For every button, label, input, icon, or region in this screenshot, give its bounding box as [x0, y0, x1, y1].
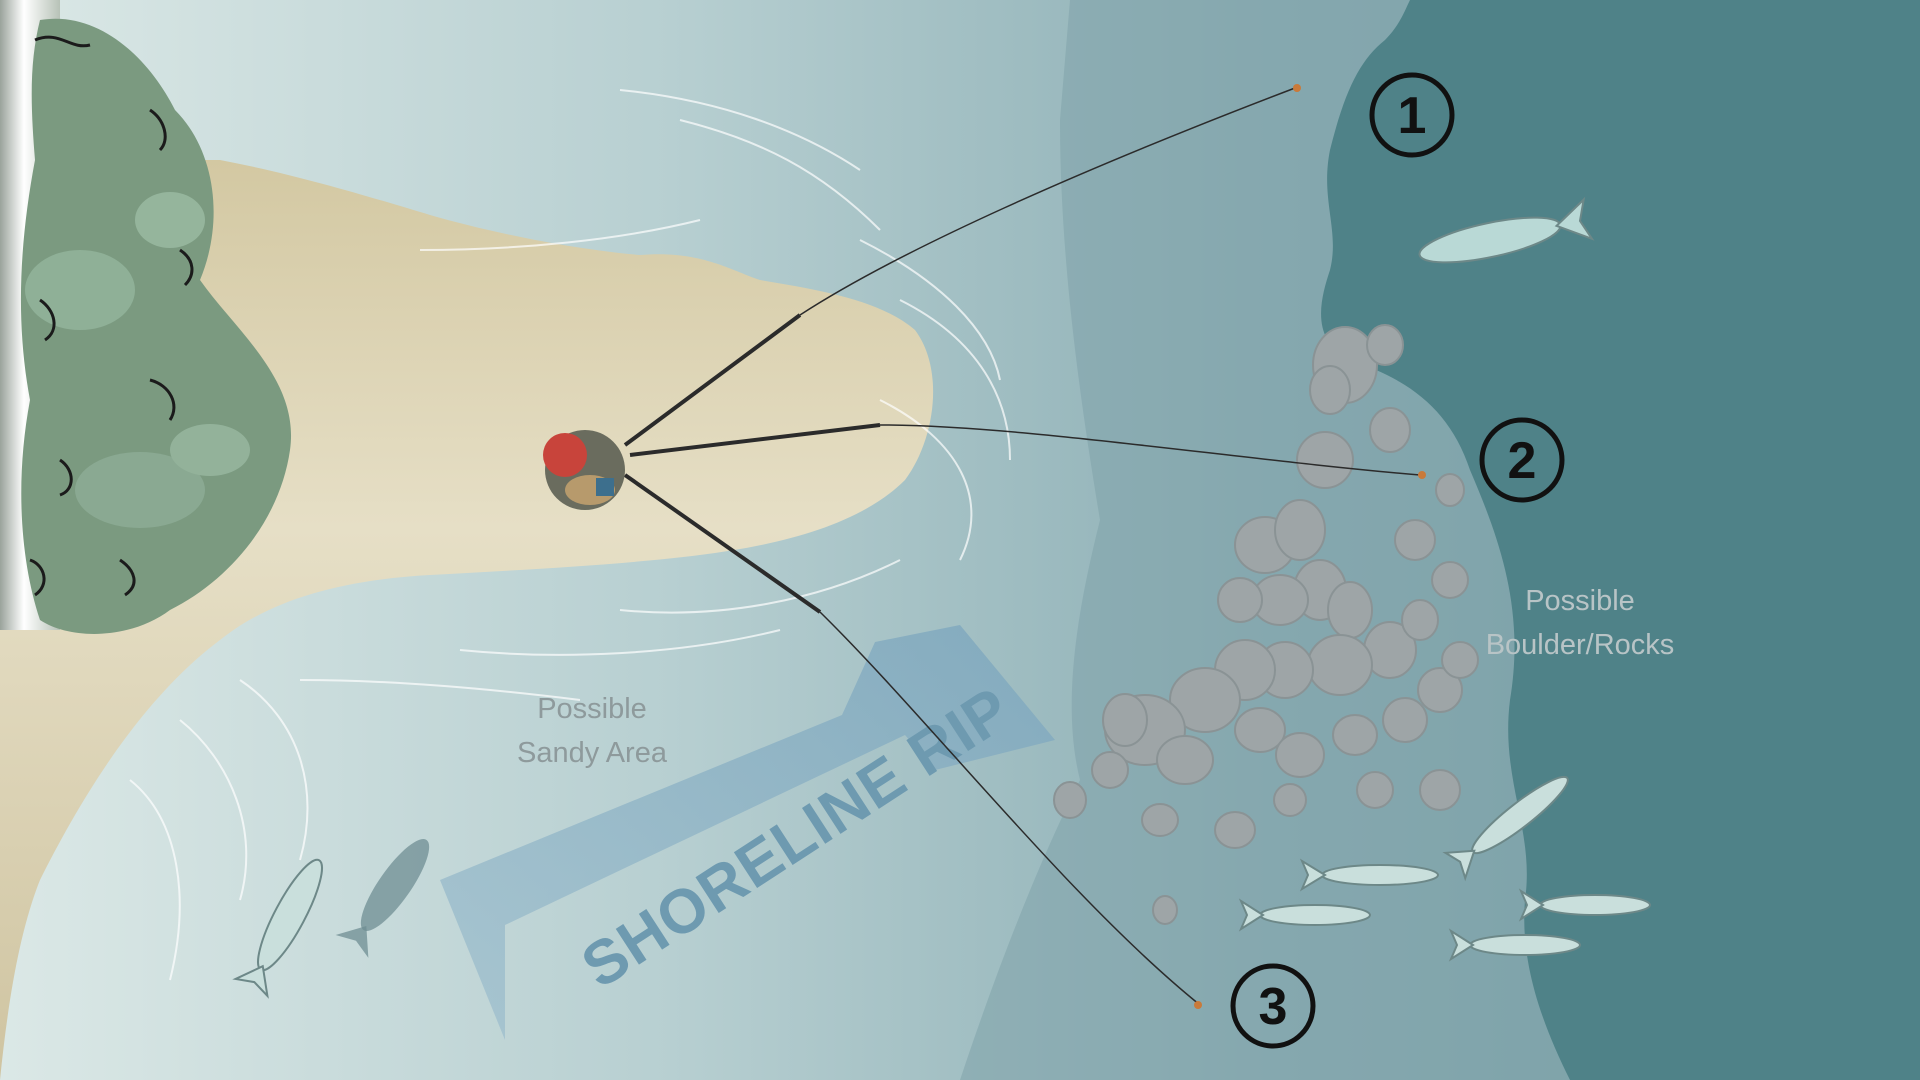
tarpon-fish-icon — [1448, 928, 1581, 962]
rock-icon — [1102, 693, 1148, 747]
cast-marker-3: 3 — [1230, 963, 1316, 1049]
rocks-area — [1053, 324, 1479, 925]
rock-icon — [1431, 561, 1469, 599]
angler-icon — [543, 430, 625, 510]
rock-icon — [1053, 781, 1087, 819]
deep-water-zone — [1321, 0, 1920, 1080]
rock-icon — [1435, 473, 1465, 507]
rock-icon — [1441, 641, 1479, 679]
cast-marker-1: 1 — [1369, 72, 1455, 158]
rock-icon — [1091, 751, 1129, 789]
rock-icon — [1152, 895, 1178, 925]
rocks-label-line1: Possible — [1525, 585, 1635, 617]
rock-icon — [1214, 811, 1256, 849]
rock-icon — [1156, 735, 1214, 785]
rock-icon — [1417, 667, 1463, 713]
lure-markers — [1194, 84, 1426, 1009]
cast-number: 3 — [1259, 978, 1288, 1036]
cast-number: 1 — [1398, 87, 1427, 145]
fishing-lines — [623, 87, 1421, 1006]
rock-icon — [1274, 499, 1326, 561]
rock-icon — [1332, 714, 1378, 756]
rock-icon — [1309, 365, 1351, 415]
fish-shadow — [335, 839, 430, 958]
rock-icon — [1401, 599, 1439, 641]
rock-icon — [1307, 634, 1373, 696]
water-swirls — [129, 89, 1011, 981]
rock-icon — [1217, 577, 1263, 623]
tarpon-fish-icon — [1299, 858, 1439, 892]
sandy-area-label-line2: Sandy Area — [517, 737, 668, 769]
cast-number: 2 — [1508, 432, 1537, 490]
tarpon-fish-icon — [1442, 775, 1569, 882]
rock-icon — [1296, 431, 1354, 489]
rock-icon — [1356, 771, 1394, 809]
cast-marker-2: 2 — [1479, 417, 1565, 503]
tarpon-fish-icon — [232, 858, 323, 999]
tarpon-fish-icon — [1238, 898, 1371, 932]
tree-icon — [20, 18, 292, 634]
rock-icon — [1275, 732, 1325, 778]
rock-icon — [1419, 769, 1461, 811]
rock-icon — [1169, 667, 1241, 733]
rock-icon — [1394, 519, 1436, 561]
rock-icon — [1234, 707, 1286, 753]
rock-icon — [1366, 324, 1404, 366]
tarpon-fish-icon — [1518, 888, 1651, 922]
rock-icon — [1273, 783, 1307, 817]
rock-icon — [1369, 407, 1411, 453]
tarpon-fish-icon — [1418, 196, 1595, 264]
rock-icon — [1141, 803, 1179, 837]
sandy-area-label-line1: Possible — [537, 693, 647, 725]
rock-icon — [1327, 581, 1373, 639]
rock-icon — [1382, 697, 1428, 743]
rocks-label-line2: Boulder/Rocks — [1486, 629, 1675, 661]
